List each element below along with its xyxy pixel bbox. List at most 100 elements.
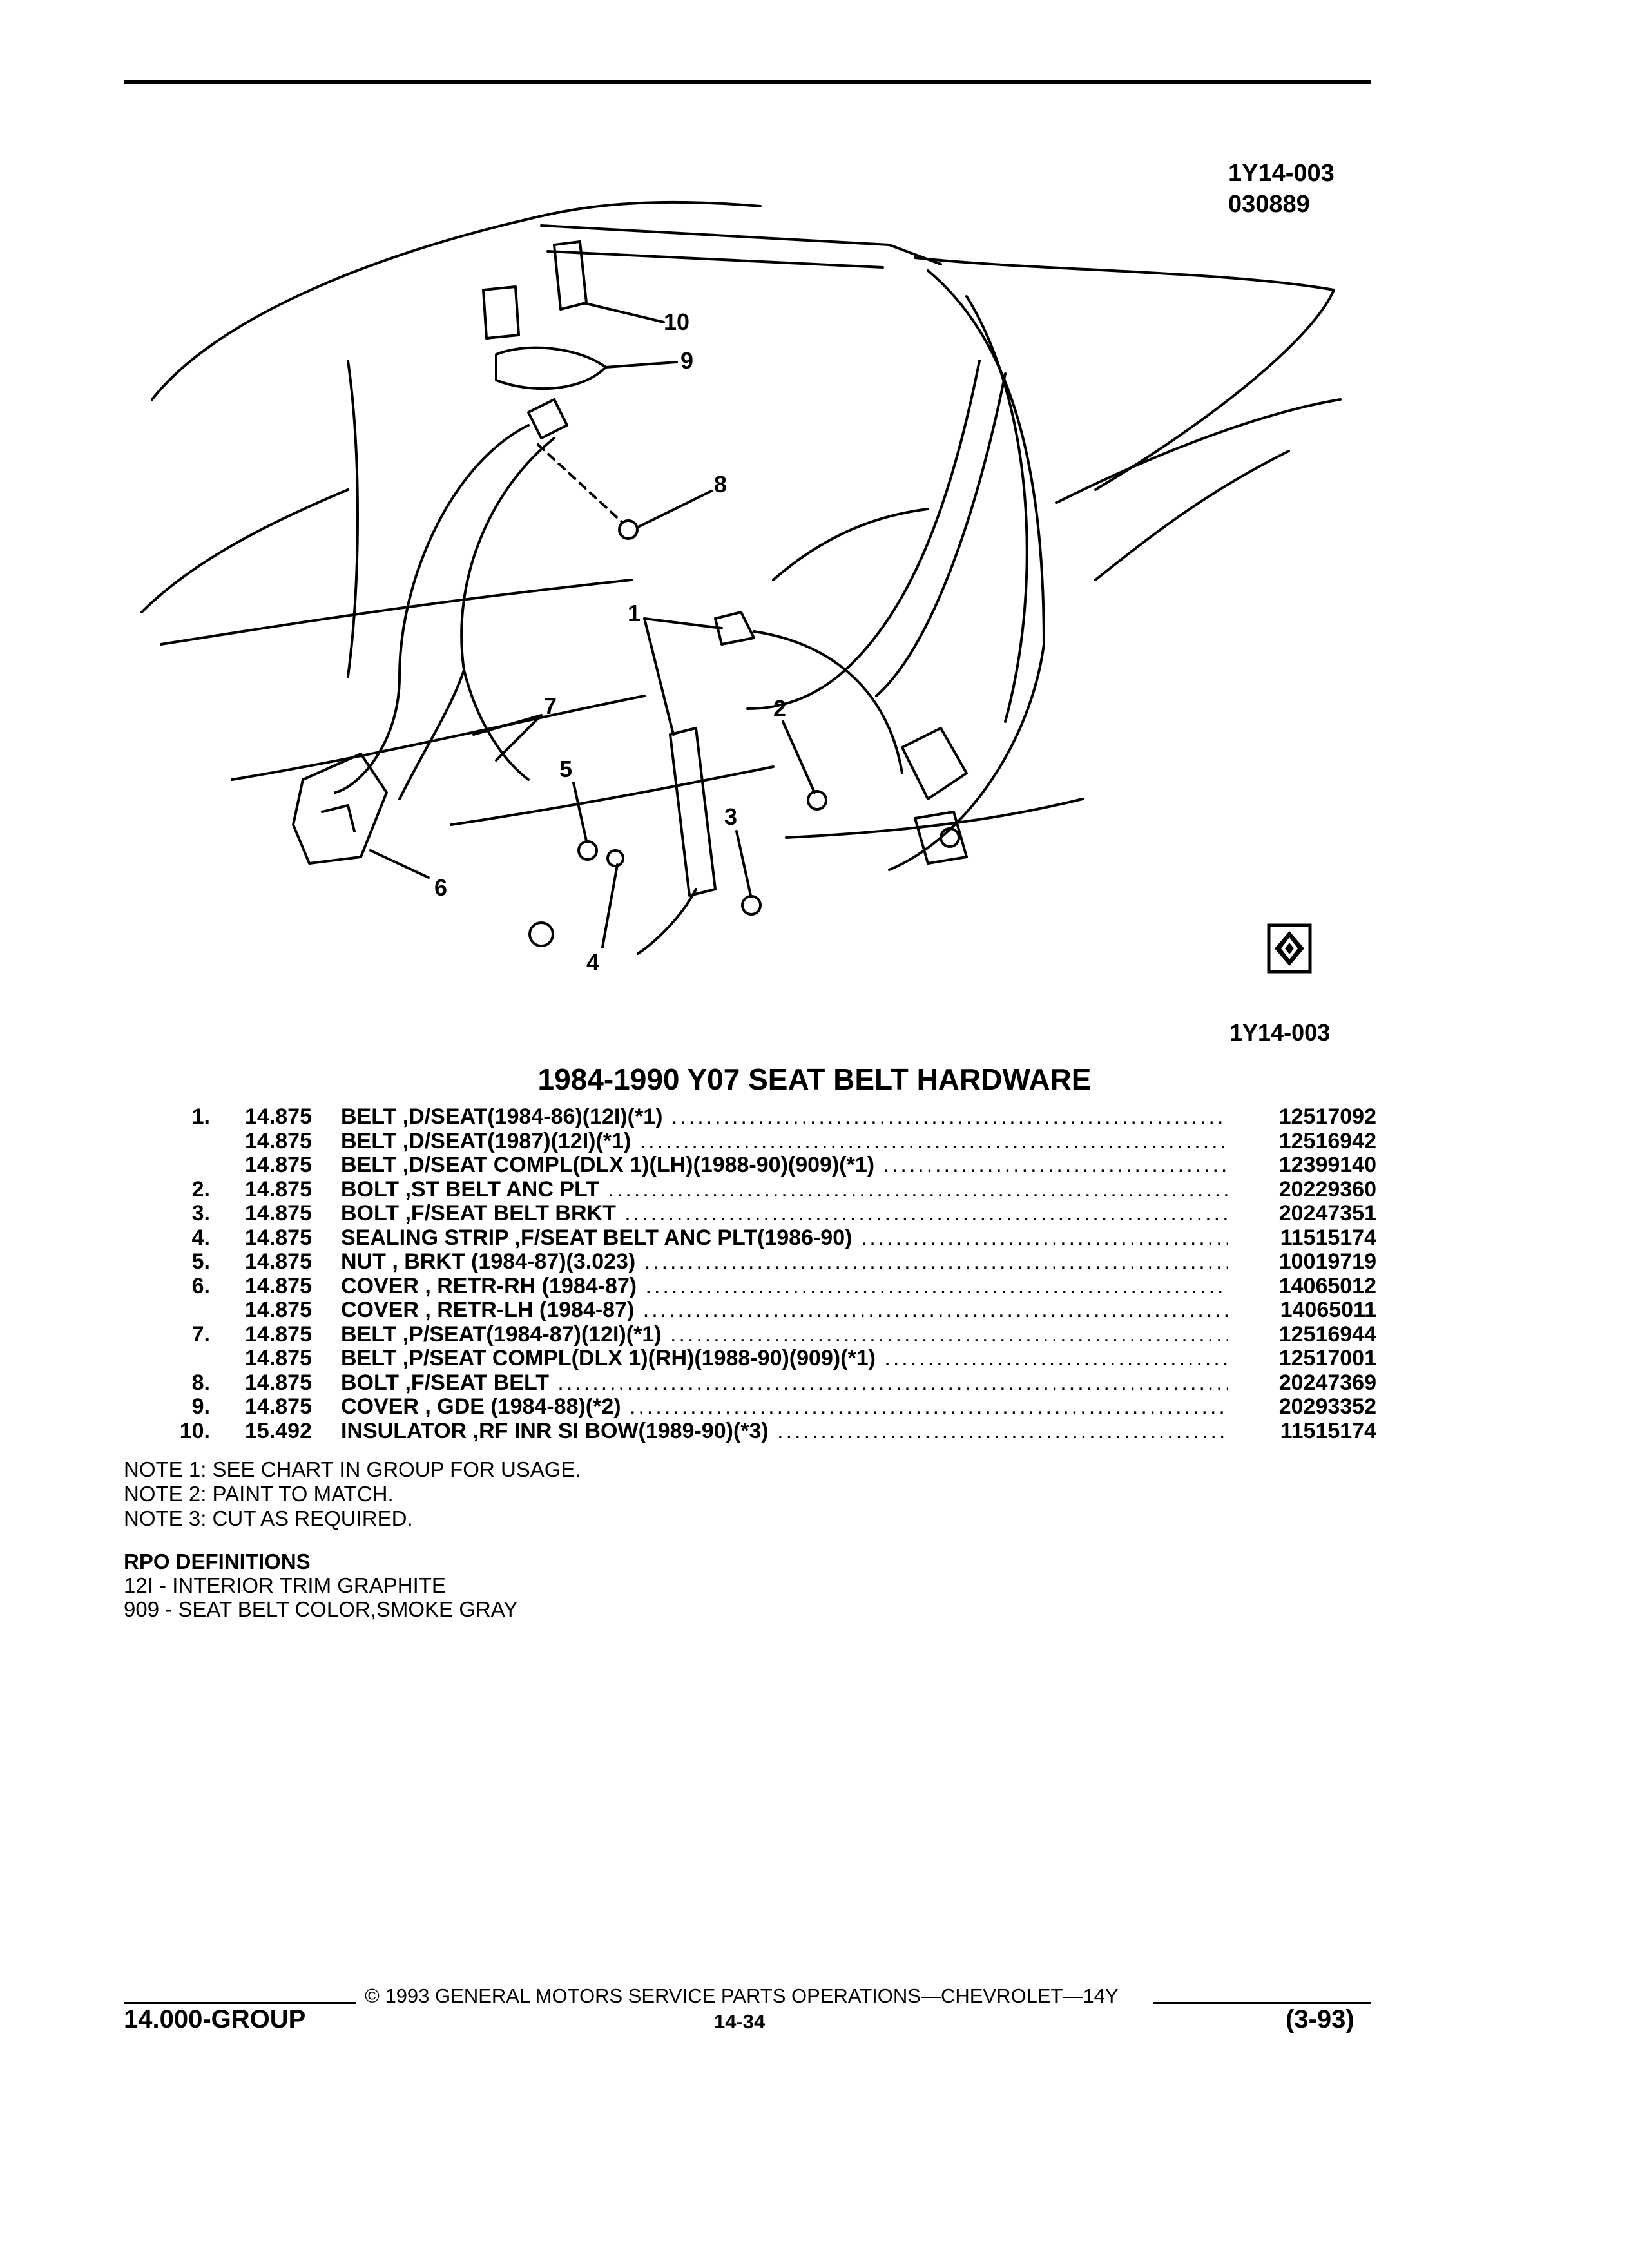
notes-block: NOTE 1: SEE CHART IN GROUP FOR USAGE. NO… — [124, 1457, 581, 1531]
right-lower-bolt — [940, 827, 960, 848]
figure-code: 030889 — [1228, 191, 1310, 218]
part-ref-number: 3. — [191, 1201, 210, 1225]
catalog-symbol-icon — [1267, 923, 1312, 974]
center-latch — [714, 611, 755, 646]
right-anchor-plate — [901, 727, 968, 800]
part-group-number: 14.875 — [245, 1298, 312, 1322]
part-description: BELT ,D/SEAT(1984-86)(12I)(*1) — [341, 1105, 1228, 1129]
rear-deck — [1055, 398, 1342, 504]
leader-1-b — [643, 617, 675, 736]
part-group-number: 14.875 — [245, 1225, 312, 1250]
part-description: INSULATOR ,RF INR SI BOW(1989-90)(*3) — [341, 1419, 1228, 1444]
footer-rule-right — [1153, 2002, 1371, 2004]
leader-9 — [604, 361, 678, 369]
part-ref-number: 4. — [191, 1225, 210, 1250]
part-ref-number: 2. — [191, 1177, 210, 1202]
part-group-number: 14.875 — [245, 1153, 312, 1177]
rear-fender — [1094, 450, 1290, 581]
rear-window — [914, 256, 1335, 491]
footer-group: 14.000-GROUP — [124, 2005, 306, 2033]
top-rule — [124, 80, 1371, 84]
rpo-item: 909 - SEAT BELT COLOR,SMOKE GRAY — [124, 1597, 518, 1621]
c-pillar-inner — [965, 295, 1028, 723]
part-number: 20247369 — [1235, 1370, 1376, 1395]
part-description: COVER , RETR-LH (1984-87) — [341, 1298, 1228, 1323]
part-group-number: 15.492 — [245, 1418, 312, 1443]
leader-2 — [782, 720, 816, 794]
bolt-3 — [741, 895, 762, 916]
part-number: 12399140 — [1235, 1153, 1376, 1178]
parts-list: 1. 14.875 BELT ,D/SEAT(1984-86)(12I)(*1) 12… — [165, 1104, 1376, 1444]
dashed-line-8 — [537, 443, 623, 523]
callout-5: 5 — [559, 756, 572, 782]
sealing-strip-4 — [606, 849, 624, 867]
callout-6: 6 — [434, 874, 447, 901]
rpo-definitions: RPO DEFINITIONS 12I - INTERIOR TRIM GRAP… — [124, 1550, 517, 1621]
quarter-panel-line — [160, 579, 633, 646]
body-outline-left-inner — [140, 488, 349, 613]
part-number: 12516942 — [1235, 1129, 1376, 1153]
part-number: 12517092 — [1235, 1104, 1376, 1129]
section-title: 1984-1990 Y07 SEAT BELT HARDWARE — [537, 1062, 1092, 1096]
footer-copyright: © 1993 GENERAL MOTORS SERVICE PARTS OPER… — [365, 1984, 1119, 2007]
part-group-number: 14.875 — [245, 1249, 312, 1274]
part-group-number: 14.875 — [245, 1128, 312, 1153]
callout-10: 10 — [664, 309, 689, 335]
part-ref-number: 1. — [191, 1104, 210, 1129]
leader-3 — [735, 830, 752, 897]
right-retractor — [914, 811, 968, 865]
part-number: 20293352 — [1235, 1394, 1376, 1419]
callout-2: 2 — [773, 695, 786, 722]
leader-10 — [582, 302, 665, 323]
part-group-number: 14.875 — [245, 1346, 312, 1370]
figure-id: 1Y14-003 — [1228, 160, 1335, 187]
part-description: BOLT ,F/SEAT BELT — [341, 1371, 1228, 1396]
part-number: 12516944 — [1235, 1322, 1376, 1347]
part-description: BELT ,P/SEAT(1984-87)(12I)(*1) — [341, 1323, 1228, 1347]
rpo-heading: RPO DEFINITIONS — [124, 1550, 311, 1573]
sill-line — [450, 765, 775, 826]
part-group-number: 14.875 — [245, 1370, 312, 1395]
part-ref-number: 7. — [191, 1321, 210, 1347]
part-number: 10019719 — [1235, 1249, 1376, 1274]
part-number: 14065012 — [1235, 1274, 1376, 1298]
part-description: BELT ,P/SEAT COMPL(DLX 1)(RH)(1988-90)(9… — [341, 1347, 1228, 1371]
floor-line — [785, 798, 1084, 839]
parts-row: 14.875 BELT ,D/SEAT(1987)(12I)(*1) 1251694… — [165, 1128, 1376, 1154]
right-belt-webbing-2 — [875, 372, 1007, 697]
parts-row: 14.875 BELT ,D/SEAT COMPL(DLX 1)(LH)(1988… — [165, 1153, 1376, 1178]
part-number: 11515174 — [1235, 1225, 1376, 1250]
footer-rule-left — [124, 2002, 356, 2004]
lower-anchor-bolt — [528, 921, 554, 947]
part-description: BELT ,D/SEAT COMPL(DLX 1)(LH)(1988-90)(9… — [341, 1153, 1228, 1178]
footer-page-number: 14-34 — [714, 2010, 766, 2033]
right-shoulder-belt — [772, 508, 929, 581]
left-lap-belt — [398, 669, 465, 800]
part-description: BOLT ,ST BELT ANC PLT — [341, 1178, 1228, 1202]
nut-5 — [577, 840, 598, 861]
center-buckle — [637, 888, 697, 955]
parts-row: 14.875 BELT ,P/SEAT COMPL(DLX 1)(RH)(1988… — [165, 1346, 1376, 1371]
part-description: COVER , GDE (1984-88)(*2) — [341, 1395, 1228, 1419]
b-pillar-front — [347, 360, 359, 678]
part-number: 20229360 — [1235, 1177, 1376, 1202]
part-description: NUT , BRKT (1984-87)(3.023) — [341, 1250, 1228, 1274]
figure-id-block: 1Y14-003 030889 — [1228, 158, 1335, 220]
right-belt-webbing — [746, 360, 981, 710]
leader-7-a — [472, 714, 543, 736]
leader-7-b — [495, 714, 543, 762]
figure-id-bottom: 1Y14-003 — [1229, 1019, 1331, 1046]
center-buckle-strap — [669, 727, 717, 897]
callout-1: 1 — [628, 600, 641, 626]
left-belt-webbing-2 — [460, 437, 555, 781]
part-group-number: 14.875 — [245, 1177, 312, 1202]
part-group-number: 14.875 — [245, 1273, 312, 1298]
part-ref-number: 6. — [191, 1273, 210, 1298]
part-description: BELT ,D/SEAT(1987)(12I)(*1) — [341, 1129, 1228, 1154]
